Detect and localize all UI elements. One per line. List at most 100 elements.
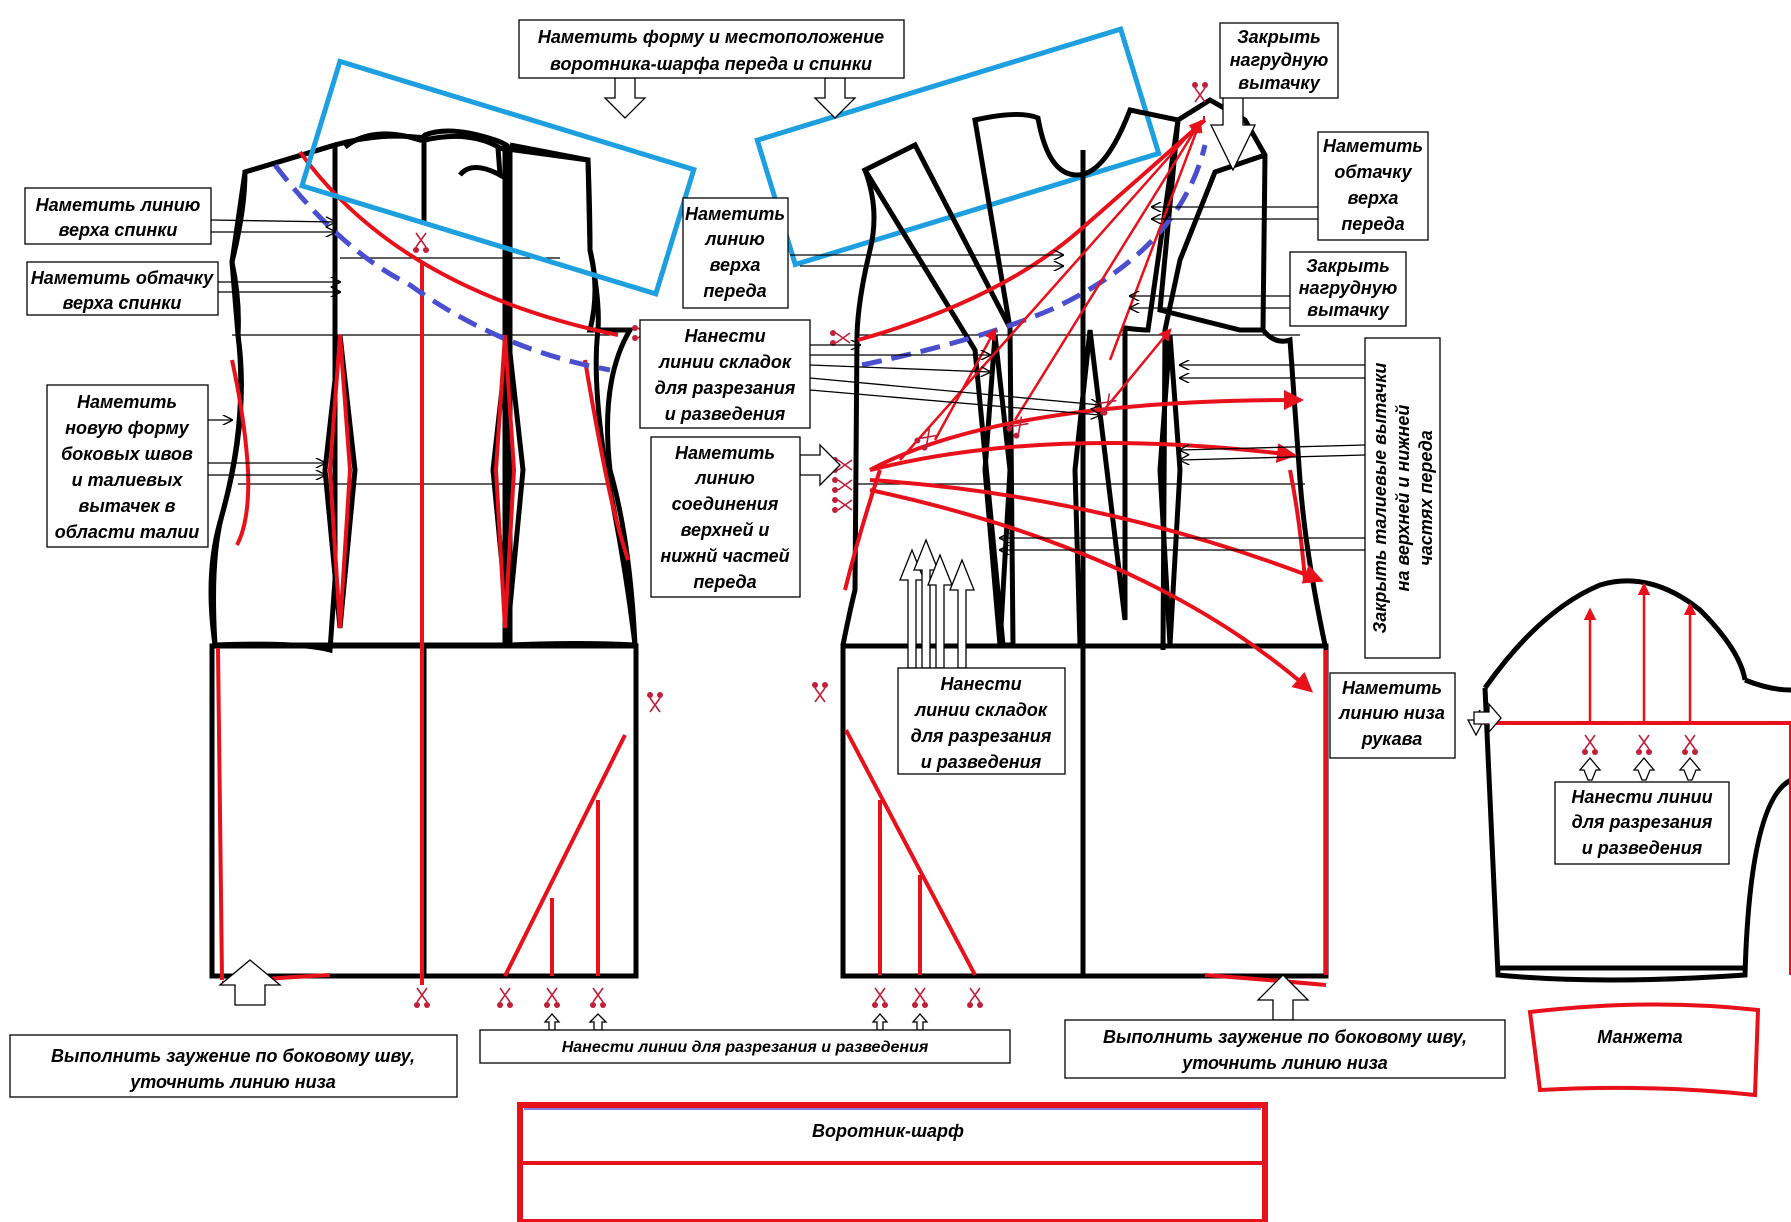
label-collar-shape: Наметить форму и местоположение воротник… [518,19,905,79]
scissors-icon [590,987,606,1008]
svg-text:вытачек в: вытачек в [78,496,175,516]
cuff-piece [1527,1002,1761,1098]
svg-text:для разрезания: для разрезания [655,378,796,398]
label-side-seams: Наметить новую форму боковых швов и тали… [46,384,209,548]
label-close-bust-dart-top: Закрыть нагрудную вытачку [1219,22,1339,99]
label-back-top-line: Наметить линию верха спинки [24,187,212,245]
back-modifications [216,150,630,985]
svg-text:переда: переда [693,572,756,592]
scissors-icon [1682,734,1698,755]
svg-text:линию: линию [694,468,755,488]
svg-text:боковых швов: боковых швов [61,444,193,464]
svg-text:для разрезания: для разрезания [911,726,1052,746]
svg-text:Наметить обтачку: Наметить обтачку [31,268,214,288]
label-narrow-left: Выполнить заужение по боковому шву, уточ… [9,1034,458,1098]
svg-text:Наметить: Наметить [1323,136,1423,156]
collar-scarf-label: Воротник-шарф [812,1121,964,1141]
label-sleeve-hem: Наметить линию низа рукава [1329,672,1456,759]
svg-text:вытачку: вытачку [1307,300,1389,320]
svg-text:и разведения: и разведения [1582,838,1703,858]
svg-text:линию: линию [704,229,765,249]
scissors-icon [1636,734,1652,755]
svg-text:Выполнить заужение по боковому: Выполнить заужение по боковому шву, [1103,1027,1467,1047]
svg-text:и разведения: и разведения [921,752,1042,772]
label-cut-lines-bottom: Нанести линии для разрезания и разведени… [479,1029,1011,1064]
svg-text:Закрыть: Закрыть [1237,27,1321,47]
label-back-facing: Наметить обтачку верха спинки [26,261,219,316]
svg-text:уточнить линию низа: уточнить линию низа [129,1072,336,1092]
scissors-icon [1006,416,1029,439]
block-arrows [218,77,1702,1031]
svg-text:уточнить линию низа: уточнить линию низа [1181,1053,1388,1073]
svg-text:области талии: области талии [55,522,200,542]
svg-text:обтачку: обтачку [1334,162,1412,182]
svg-text:Наметить: Наметить [685,204,785,224]
scissors-icon [830,330,851,346]
scissors-icon [914,428,937,451]
svg-text:верха спинки: верха спинки [59,220,178,240]
svg-text:переда: переда [1341,214,1404,234]
svg-text:нагрудную: нагрудную [1230,50,1329,70]
svg-text:вытачку: вытачку [1238,73,1320,93]
svg-text:частях переда: частях переда [1416,430,1436,566]
scissors-icon [414,987,430,1008]
svg-text:и разведения: и разведения [665,404,786,424]
svg-text:рукава: рукава [1361,729,1423,749]
svg-text:Закрыть талиевые вытачки: Закрыть талиевые вытачки [1370,363,1390,634]
label-close-bust-dart-side: Закрыть нагрудную вытачку [1289,251,1407,327]
scissors-icon [872,987,888,1008]
callout-arrows [208,207,1366,550]
svg-text:Наметить: Наметить [675,443,775,463]
label-fold-lines-skirt: Нанести линии складок для разрезания и р… [897,667,1066,775]
scissors-icon [544,987,560,1008]
svg-text:переда: переда [703,281,766,301]
svg-text:Наметить: Наметить [77,392,177,412]
scissors-icon [647,692,663,713]
collar-scarf-piece [517,1102,1268,1222]
svg-text:верхней и: верхней и [681,520,770,540]
svg-text:соединения: соединения [672,494,779,514]
label-narrow-right: Выполнить заужение по боковому шву, уточ… [1064,1019,1506,1079]
label-front-top-line: Наметить линию верха переда [682,197,789,309]
scissors-icon [1582,734,1598,755]
label-close-waist-darts: Закрыть талиевые вытачки на верхней и ни… [1364,337,1441,659]
svg-text:Выполнить заужение по боковому: Выполнить заужение по боковому шву, [51,1046,415,1066]
svg-text:Нанести линии: Нанести линии [1571,787,1712,807]
svg-text:верха: верха [710,255,761,275]
scissors-icon [967,987,983,1008]
svg-text:Наметить линию: Наметить линию [36,195,201,215]
svg-text:Нанести линии для разрезания: Нанести линии для разрезания и разведени… [562,1039,929,1056]
label-fold-lines-front: Нанести линии складок для разрезания и р… [639,319,811,429]
label-join-line: Наметить линию соединения верхней и нижн… [650,436,801,598]
front-modifications [843,116,1328,987]
scissors-icon [497,987,513,1008]
svg-text:и талиевых: и талиевых [72,470,184,490]
svg-text:верха спинки: верха спинки [63,293,182,313]
scissors-icon [912,987,928,1008]
svg-text:Наметить: Наметить [1342,678,1442,698]
svg-text:нагрудную: нагрудную [1299,278,1398,298]
svg-text:Нанести: Нанести [684,326,765,346]
svg-text:Закрыть: Закрыть [1306,256,1390,276]
svg-text:на верхней и нижней: на верхней и нижней [1393,405,1413,592]
svg-text:линии складок: линии складок [658,352,792,372]
svg-text:верха: верха [1348,188,1399,208]
svg-text:Наметить форму и местоположен: Наметить форму и местоположение [538,27,884,47]
svg-text:воротника-шарфа переда и спин: воротника-шарфа переда и спинки [550,54,872,74]
cuff-label: Манжета [1597,1027,1682,1047]
svg-text:новую форму: новую форму [65,418,190,438]
scissors-icon [1192,82,1208,103]
svg-text:линии складок: линии складок [914,700,1048,720]
svg-text:для разрезания: для разрезания [1572,812,1713,832]
scissors-icon [832,497,853,513]
svg-text:Нанести: Нанести [940,674,1021,694]
label-front-facing: Наметить обтачку верха переда [1317,131,1429,241]
scissors-icon [832,477,853,493]
collar-placement-back [298,58,697,298]
label-sleeve-cut-lines: Нанести линии для разрезания и разведени… [1554,781,1730,865]
svg-text:линию низа: линию низа [1338,703,1445,723]
sleeve [1482,578,1791,983]
svg-text:нижнй частей: нижнй частей [660,546,789,566]
scissors-icon [413,232,429,253]
